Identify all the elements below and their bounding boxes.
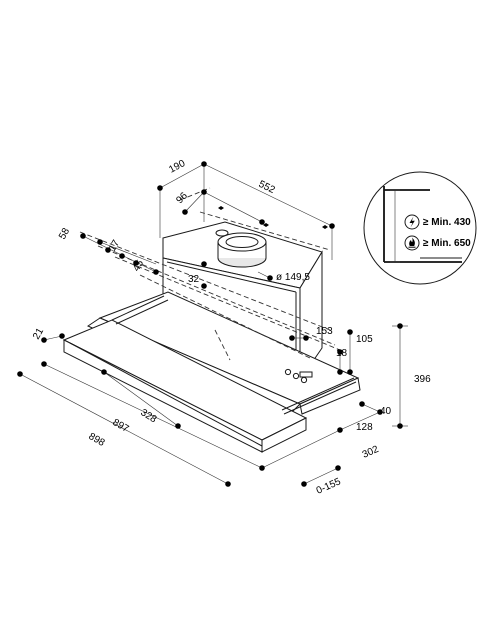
dim-396: 396 bbox=[414, 374, 431, 385]
dim-32: 32 bbox=[188, 274, 200, 285]
exhaust-collar-top bbox=[217, 232, 267, 252]
control-knob bbox=[300, 376, 308, 384]
hood-base-panel bbox=[62, 291, 361, 453]
dim-190: 190 bbox=[167, 158, 187, 176]
dim-898: 898 bbox=[87, 431, 107, 449]
dim-18: 18 bbox=[336, 348, 348, 359]
dim-105: 105 bbox=[356, 334, 373, 345]
dim-21: 21 bbox=[31, 326, 46, 342]
valve-flap bbox=[215, 229, 229, 237]
clearance-inset: ≥ Min. 430 ≥ Min. 650 bbox=[363, 171, 477, 285]
dim-45: 45 bbox=[131, 258, 146, 274]
dim-128: 128 bbox=[356, 422, 373, 433]
visor-side bbox=[261, 417, 307, 453]
dim-552: 552 bbox=[257, 179, 277, 196]
dim-149: ø 149,5 bbox=[276, 272, 310, 283]
control-knob bbox=[292, 372, 300, 380]
dim-58: 58 bbox=[57, 226, 72, 242]
dimension-terminators bbox=[17, 161, 403, 487]
inset-circle bbox=[363, 171, 477, 285]
dim-302: 302 bbox=[361, 444, 381, 461]
dim-40: 40 bbox=[380, 406, 392, 417]
dim-17: 17 bbox=[107, 238, 122, 254]
dim-897: 897 bbox=[111, 417, 131, 435]
dim-153: 153 bbox=[316, 326, 333, 337]
lightning-icon bbox=[404, 214, 420, 230]
dimension-lines bbox=[19, 163, 408, 485]
control-knob bbox=[284, 368, 292, 376]
electric-min-label: ≥ Min. 430 bbox=[423, 217, 471, 228]
dim-0-155: 0-155 bbox=[315, 476, 343, 497]
hood-side-face bbox=[299, 250, 323, 382]
flame-icon bbox=[404, 235, 420, 251]
dimension-labels: 190 552 96 58 17 45 32 ø 149,5 21 153 10… bbox=[31, 158, 431, 497]
gas-min-label: ≥ Min. 650 bbox=[423, 238, 471, 249]
dim-96: 96 bbox=[174, 190, 190, 206]
